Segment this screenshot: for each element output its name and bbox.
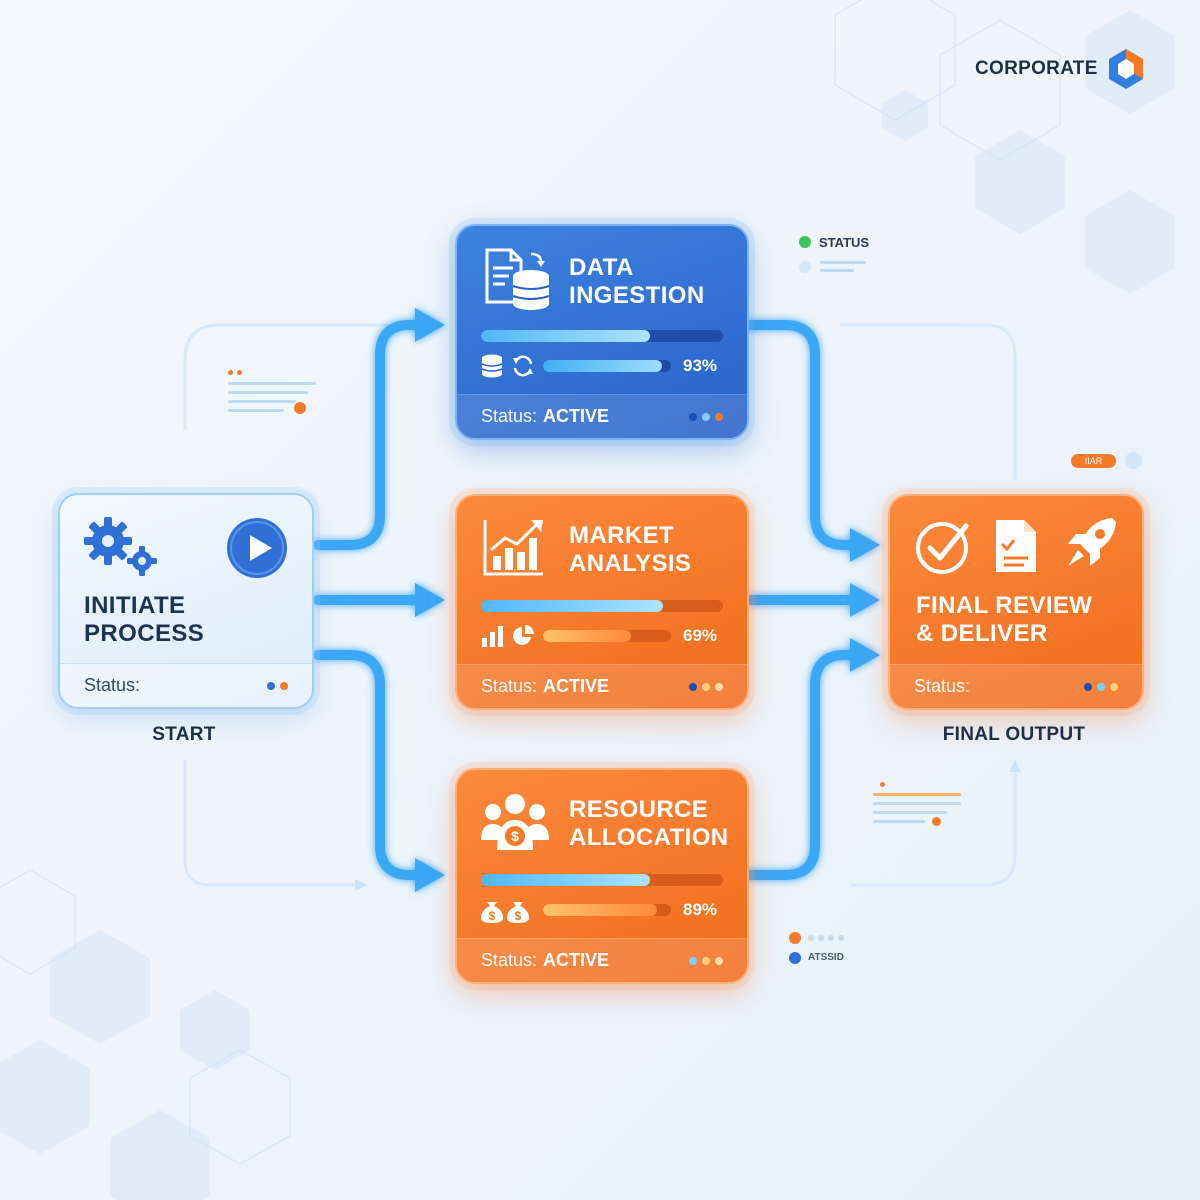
check-circle-icon: [916, 522, 969, 574]
progress-percent: 89%: [683, 900, 718, 919]
final-review-title: FINAL REVIEW & DELIVER: [916, 592, 1093, 647]
status-label: Status:: [84, 675, 141, 695]
start-caption: START: [152, 724, 216, 745]
deco-dot-orange: [294, 402, 306, 414]
initiate-process-title: INITIATE PROCESS: [84, 592, 205, 647]
data-ingestion-card[interactable]: DATA INGESTION 93% Status: ACTIVE: [455, 224, 749, 440]
secondary-progress-fill: [543, 630, 632, 642]
status-dot-green: [799, 236, 811, 248]
legend-status-label: STATUS: [819, 235, 870, 250]
status-label: Status:: [481, 406, 538, 426]
document-database-icon: [485, 248, 550, 310]
card-status-bar: Status:: [60, 663, 312, 707]
legend-line: [820, 261, 866, 264]
status-dots: [689, 412, 723, 421]
svg-text:$: $: [511, 828, 519, 844]
deco-dot: [228, 370, 233, 375]
checklist-icon: [996, 520, 1036, 572]
money-bags-icon: $ $: [481, 902, 529, 923]
gears-icon: [84, 517, 157, 576]
status-dots: [689, 682, 723, 691]
legend-dot: [808, 935, 814, 941]
card-status-bar: Status: ACTIVE: [457, 664, 747, 708]
card-status-bar: Status: ACTIVE: [457, 394, 747, 438]
legend-dot-blue: [789, 952, 801, 964]
secondary-progress-fill: [543, 904, 657, 916]
growth-chart-icon: [483, 520, 543, 576]
secondary-progress-bar: [543, 904, 671, 916]
status-dots: [689, 956, 723, 965]
brand-logo: CORPORATE: [975, 46, 1146, 92]
legend-line: [820, 269, 854, 272]
legend-bottom-label: ATSSID: [808, 952, 844, 963]
bar-chart-icon: [482, 626, 503, 647]
legend-dot: [838, 935, 844, 941]
market-analysis-title: MARKET ANALYSIS: [569, 522, 692, 577]
svg-text:$: $: [489, 909, 496, 923]
main-progress-fill: [481, 330, 651, 342]
resource-allocation-title: RESOURCE ALLOCATION: [569, 796, 729, 851]
tag-dot: [1125, 452, 1142, 469]
team-money-icon: $: [481, 794, 549, 850]
secondary-progress-bar: [543, 630, 671, 642]
main-progress-bar: [481, 330, 723, 342]
status-label: Status:: [914, 676, 971, 696]
database-icon: [481, 354, 503, 378]
brand-name: CORPORATE: [975, 58, 1098, 79]
status-value: ACTIVE: [543, 676, 610, 696]
final-review-card[interactable]: FINAL REVIEW & DELIVER Status:: [888, 494, 1144, 710]
deco-line: [228, 382, 316, 385]
deco-line: [228, 409, 284, 412]
legend-dot: [818, 935, 824, 941]
status-label: Status:: [481, 950, 538, 970]
data-ingestion-title: DATA INGESTION: [569, 254, 705, 309]
status-dot-pale: [799, 261, 811, 273]
deco-line: [228, 400, 296, 403]
deco-line: [873, 793, 961, 796]
legend-dot-orange: [789, 932, 801, 944]
legend-dot: [828, 935, 834, 941]
progress-percent: 93%: [683, 356, 718, 375]
main-progress-bar: [481, 874, 723, 886]
final-output-caption: FINAL OUTPUT: [942, 724, 1086, 745]
status-value: ACTIVE: [543, 406, 610, 426]
deco-dot: [237, 370, 242, 375]
main-progress-fill: [481, 874, 651, 886]
initiate-process-card[interactable]: INITIATE PROCESS Status:: [58, 493, 314, 709]
progress-percent: 69%: [683, 626, 718, 645]
deco-line: [228, 391, 308, 394]
deco-line: [873, 802, 961, 805]
main-progress-fill: [481, 600, 663, 612]
rocket-icon: [1068, 518, 1116, 566]
status-value: ACTIVE: [543, 950, 610, 970]
status-dots: [267, 681, 288, 690]
status-dots: [1084, 682, 1118, 691]
sync-icon: [513, 355, 533, 377]
play-icon[interactable]: [226, 517, 288, 579]
secondary-progress-fill: [543, 360, 663, 372]
status-label: Status:: [481, 676, 538, 696]
hexagon-logo-icon: [1108, 49, 1143, 89]
resource-allocation-card[interactable]: $ RESOURCE ALLOCATION $ $ 89% Status: AC…: [455, 768, 749, 984]
deco-line: [873, 811, 947, 814]
deco-dot: [880, 782, 885, 787]
card-status-bar: Status:: [890, 664, 1142, 708]
deco-dot-orange: [932, 817, 941, 826]
svg-text:$: $: [515, 909, 522, 923]
main-progress-bar: [481, 600, 723, 612]
market-analysis-card[interactable]: MARKET ANALYSIS 69% Status: ACTIVE: [455, 494, 749, 710]
small-tag: IIAR: [1071, 454, 1116, 468]
secondary-progress-bar: [543, 360, 671, 372]
card-status-bar: Status: ACTIVE: [457, 938, 747, 982]
pie-chart-icon: [513, 625, 534, 645]
deco-line: [873, 820, 925, 823]
